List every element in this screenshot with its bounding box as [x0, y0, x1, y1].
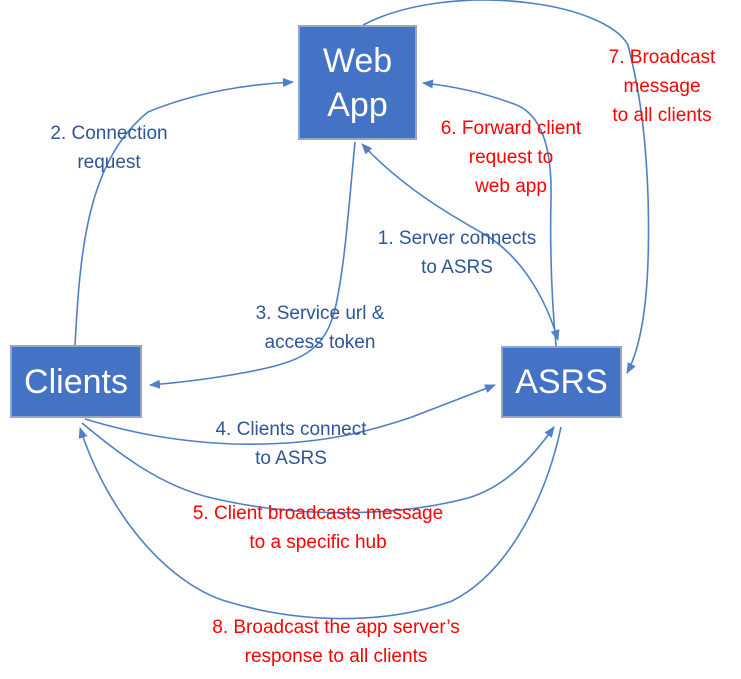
arrow-5-client-broadcasts-message [81, 422, 555, 514]
node-web-app-label-line2: App [327, 85, 388, 124]
node-clients: Clients [10, 345, 142, 418]
label-step-5-client-broadcasts: 5. Client broadcasts message to a specif… [192, 503, 444, 553]
label-step-2-connection-request: 2. Connection request [50, 123, 168, 173]
label-step-4-clients-connect: 4. Clients connect to ASRS [215, 419, 367, 469]
label-step-7-broadcast-message: 7. Broadcast message to all clients [608, 47, 716, 126]
arrow-2-connection-request [74, 77, 294, 346]
arrow-7-broadcast-message [362, 0, 650, 374]
node-web-app-label-line1: Web [322, 41, 393, 80]
label-step-8-broadcast-response: 8. Broadcast the app server’s response t… [212, 617, 460, 667]
arrow-1-server-connects-to-asrs [361, 143, 560, 341]
node-asrs-label: ASRS [515, 363, 608, 401]
arrow-8-broadcast-response [78, 426, 562, 620]
arrow-6-forward-client-request [422, 79, 557, 347]
node-clients-label: Clients [24, 362, 128, 401]
arrow-3-service-url-access-token [149, 141, 356, 389]
label-step-6-forward-client-request: 6. Forward client request to web app [440, 118, 582, 197]
arrow-4-clients-connect-to-asrs [84, 384, 496, 446]
label-step-3-service-url-token: 3. Service url & access token [255, 303, 385, 353]
node-web-app: Web App [298, 25, 417, 140]
node-asrs: ASRS [501, 346, 622, 418]
label-step-1-server-connects: 1. Server connects to ASRS [377, 228, 537, 278]
